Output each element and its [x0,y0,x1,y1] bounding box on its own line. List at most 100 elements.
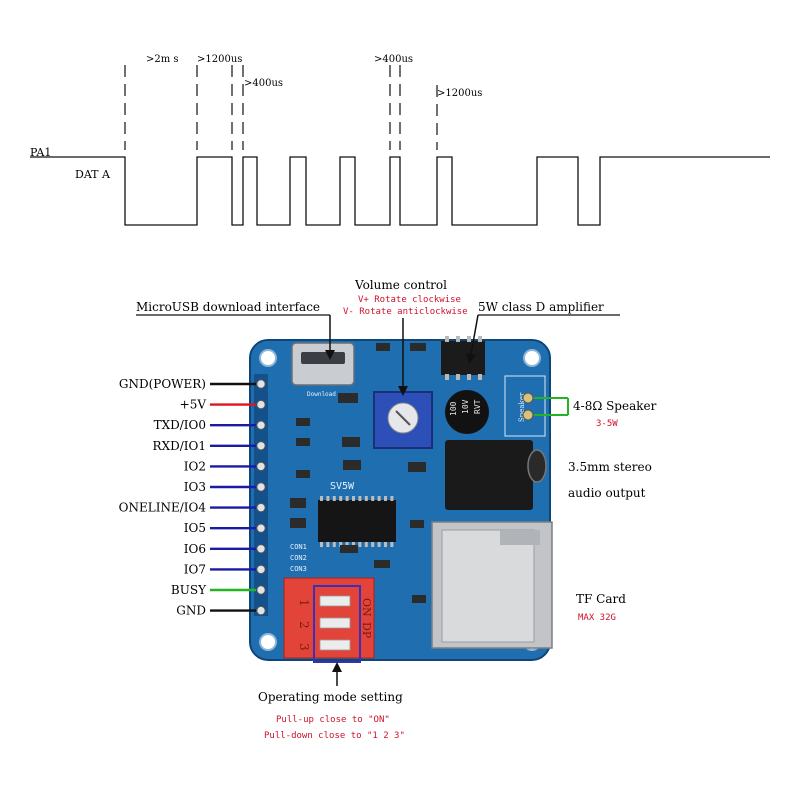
header-pin-11 [256,605,266,616]
dip-lever-2 [319,617,351,629]
data-waveform [30,156,770,226]
pin-label-1: +5V [180,398,207,412]
small-components [290,343,426,603]
pin-label-11: GND [176,604,206,618]
ic-pin [339,542,343,547]
ic-pin [377,542,381,547]
marker-1200us-a: >1200us [197,54,242,65]
pin-label-6: ONELINE/IO4 [119,501,207,515]
ic-pin [320,496,323,501]
ic-pin [345,542,349,547]
ic-pin [358,542,362,547]
header-pin-6 [256,502,266,513]
speaker-pin-plus [522,392,534,404]
pin-header-strip [254,374,268,616]
pin-label-10: BUSY [171,583,207,597]
con3-label: CON3 [290,565,307,573]
timing-diagram: PA1 DAT A >2m s >1200us >400us >400us >1… [30,54,770,226]
cap-text-2: 10V [461,399,470,414]
con2-label: CON2 [290,554,307,562]
dip-levers [319,595,351,651]
header-pin-0 [256,379,266,389]
dip-2-label: 2 [297,621,311,629]
audio-jack-opening [527,449,547,483]
marker-400us-b: >400us [374,54,413,65]
speaker-power: 3-5W [596,419,618,429]
ic-pin [364,496,368,501]
ic-pin [377,496,381,501]
amplifier-pins [445,336,482,380]
pin-label-0: GND(POWER) [119,377,206,391]
speaker-header-outline [504,375,546,437]
ic-pin [384,496,387,501]
ic-pin [326,496,330,501]
ic-pin [371,496,375,501]
ic-pin [345,496,349,501]
dip-1-label: 1 [297,599,311,607]
mount-hole-tr [523,349,541,367]
audio-title-line1: 3.5mm stereo [568,460,652,474]
ic-pin [358,496,362,501]
ic-pin [339,496,343,501]
speaker-title: 4-8Ω Speaker [573,399,657,413]
ic-pin [332,542,336,547]
pin-label-2: TXD/IO0 [154,418,206,432]
tf-card-slot-inner [441,529,535,643]
header-pin-10 [256,585,266,595]
volume-plus-note: V+ Rotate clockwise [358,295,461,305]
ic-pin [384,542,387,547]
header-pin-1 [256,399,266,410]
main-ic [318,500,396,542]
amp-title: 5W class D amplifier [478,300,604,314]
amp-pointer [469,314,479,361]
capacitor [445,390,489,434]
ic-pin [364,542,368,547]
ic-pin [371,542,375,547]
pcb-board: Download 100 10V RVT Speaker SV5W [249,336,553,663]
pin-label-3: RXD/IO1 [153,439,206,453]
header-pin-8 [256,544,266,554]
volume-title: Volume control [354,278,447,292]
usb-title: MicroUSB download interface [136,300,320,314]
ic-pin [352,496,355,501]
speaker-silk-label: Speaker [518,392,526,422]
ic-pin [390,542,394,547]
ic-pin [320,542,323,547]
volume-minus-note: V- Rotate anticlockwise [343,307,468,317]
mount-hole-tl [259,349,277,367]
audio-title-line2: audio output [568,486,646,500]
ic-pin [332,496,336,501]
pin-label-5: IO3 [184,480,206,494]
micro-usb-slot [301,352,345,364]
header-pins [256,379,266,616]
pin-label-8: IO6 [184,542,206,556]
mode-pulldown: Pull-down close to "1 2 3" [264,731,405,741]
pin-label-9: IO7 [184,562,206,576]
main-ic-pins [320,496,394,547]
con1-label: CON1 [290,543,307,551]
marker-1200us-b: >1200us [437,88,482,99]
pin-label-7: IO5 [184,521,206,535]
pin-labels: GND(POWER)+5VTXD/IO0RXD/IO1IO2IO3ONELINE… [119,377,256,618]
signal-name-label: PA1 [30,146,51,159]
data-line-label: DAT A [75,168,111,181]
callouts: Volume control V+ Rotate clockwise V- Ro… [136,278,657,741]
header-pin-9 [256,564,266,575]
header-pin-2 [256,420,266,430]
header-pin-5 [256,482,266,492]
dip-3-label: 3 [297,643,311,651]
audio-jack [445,440,533,510]
chip-silk-label: SV5W [330,481,355,492]
amplifier-chip [441,341,485,375]
tf-max: MAX 32G [578,613,616,623]
marker-400us-a: >400us [244,78,283,89]
ic-pin [390,496,394,501]
cap-text-1: 100 [449,401,458,416]
mode-title: Operating mode setting [258,690,403,704]
header-pin-4 [256,461,266,472]
dip-on-label: ON [360,598,373,617]
dip-dp-label: DP [360,622,373,639]
usb-silk-label: Download [307,391,336,398]
header-pin-7 [256,523,266,533]
